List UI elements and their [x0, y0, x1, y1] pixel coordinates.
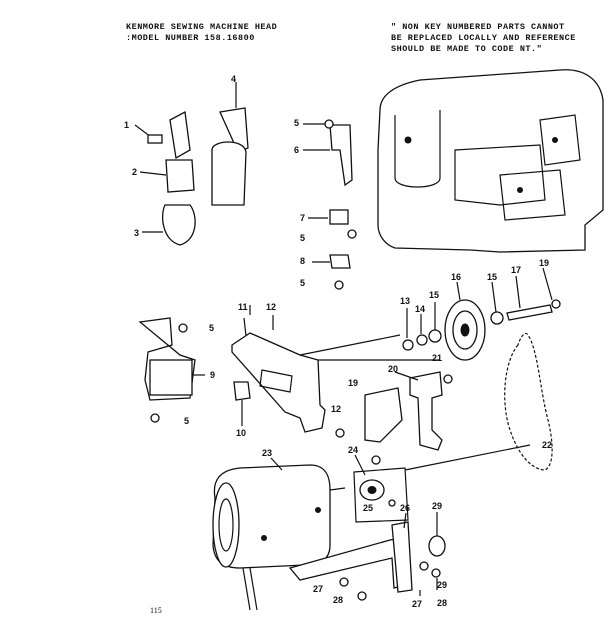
- clip-10: [233, 381, 251, 426]
- part-label-2: 2: [132, 167, 138, 177]
- part-label-23: 23: [262, 448, 273, 458]
- part-label-27b: 27: [412, 599, 423, 609]
- part-label-5b: 5: [300, 233, 306, 243]
- bracket-6: [303, 119, 353, 187]
- diagram-title-line-1: KENMORE SEWING MACHINE HEAD: [126, 22, 278, 32]
- leader-lines: [299, 334, 531, 471]
- part-label-8: 8: [300, 256, 306, 266]
- part-label-19a: 19: [539, 258, 550, 268]
- bracket-19-20: [335, 371, 453, 465]
- part-label-26: 26: [400, 503, 411, 513]
- part-label-5a: 5: [294, 118, 300, 128]
- part-label-22: 22: [542, 440, 553, 450]
- part-label-24: 24: [348, 445, 359, 455]
- part-label-1: 1: [124, 120, 130, 130]
- mount-box-9: [138, 317, 205, 423]
- part-label-20: 20: [388, 364, 399, 374]
- coupling-24-25: [353, 467, 409, 523]
- part-label-4: 4: [231, 74, 237, 84]
- pulley-assembly: [402, 299, 561, 361]
- lamp-shade: [211, 88, 249, 206]
- part-label-28a: 28: [333, 595, 344, 605]
- part-label-6: 6: [294, 145, 300, 155]
- part-label-5c: 5: [300, 278, 306, 288]
- part-label-28b: 28: [437, 598, 448, 608]
- part-label-16: 16: [451, 272, 462, 282]
- part-label-17: 17: [511, 265, 522, 275]
- part-label-10: 10: [236, 428, 247, 438]
- part-label-21: 21: [432, 353, 443, 363]
- part-label-13: 13: [400, 296, 411, 306]
- part-label-7: 7: [300, 213, 306, 223]
- page-number: 115: [150, 606, 162, 615]
- bracket-plate-11: [231, 317, 326, 433]
- part-label-29a: 29: [432, 501, 443, 511]
- part-label-19b: 19: [348, 378, 359, 388]
- part-label-15a: 15: [429, 290, 440, 300]
- part-label-12b: 12: [331, 404, 342, 414]
- part-label-27a: 27: [313, 584, 324, 594]
- note-line-2: BE REPLACED LOCALLY AND REFERENCE: [391, 33, 576, 43]
- part-label-11: 11: [238, 302, 248, 312]
- part-label-12a: 12: [266, 302, 277, 312]
- diagram-title-line-2: :MODEL NUMBER 158.16800: [126, 33, 255, 43]
- part-label-29b: 29: [437, 580, 448, 590]
- part-label-5d: 5: [209, 323, 215, 333]
- part-label-3: 3: [134, 228, 140, 238]
- drive-belt-22: [504, 332, 553, 471]
- part-label-25: 25: [363, 503, 374, 513]
- lamp-assembly: [134, 110, 196, 246]
- part-label-5e: 5: [184, 416, 190, 426]
- part-label-14: 14: [415, 304, 426, 314]
- fittings-7-8: [308, 209, 357, 290]
- label-leaders: [235, 82, 553, 596]
- note-line-3: SHOULD BE MADE TO CODE NT.": [391, 44, 543, 54]
- motor-23: [212, 464, 346, 611]
- motor-bracket-26: [288, 521, 446, 601]
- machine-head-outline: [377, 69, 604, 253]
- part-label-9: 9: [210, 370, 216, 380]
- part-label-15b: 15: [487, 272, 498, 282]
- note-line-1: " NON KEY NUMBERED PARTS CANNOT: [391, 22, 565, 32]
